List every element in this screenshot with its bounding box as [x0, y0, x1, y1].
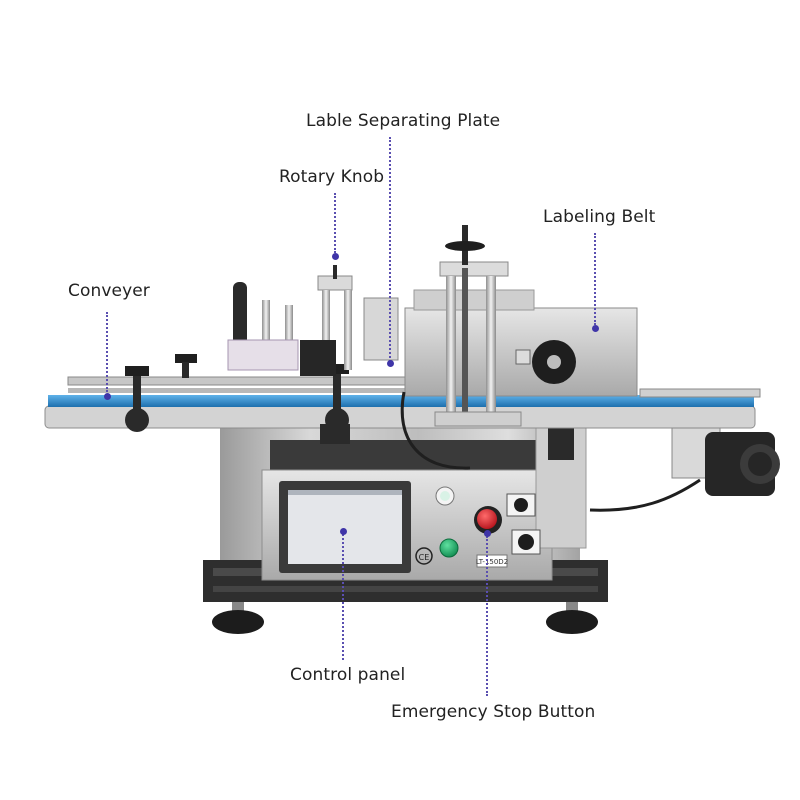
conveyor	[44, 354, 761, 444]
conveyor-motor	[671, 427, 780, 496]
model-plate: LT-150D2	[476, 558, 508, 566]
control-panel-marker	[340, 528, 347, 535]
conveyer-leader	[106, 312, 108, 392]
separating-plate-leader	[389, 137, 391, 362]
label-roll-assembly	[227, 265, 399, 376]
ce-mark: CE	[419, 553, 430, 562]
control-panel-label: Control panel	[290, 665, 406, 685]
separating-plate-marker	[387, 360, 394, 367]
emergency-stop-leader	[486, 536, 488, 696]
rotary-knob-marker	[332, 253, 339, 260]
power-cable	[400, 391, 471, 470]
emergency-stop-label: Emergency Stop Button	[391, 702, 596, 722]
labeling-belt-marker	[592, 325, 599, 332]
motor-cable	[589, 478, 701, 512]
separating-plate-label: Lable Separating Plate	[306, 111, 501, 131]
rotary-knob-label: Rotary Knob	[279, 167, 385, 187]
conveyer-marker	[104, 393, 111, 400]
emergency-stop-marker	[484, 530, 491, 537]
touch-screen	[279, 481, 411, 573]
control-buttons: CE LT-150D2	[415, 486, 541, 568]
label-head	[404, 225, 638, 427]
conveyer-label: Conveyer	[68, 281, 150, 301]
labeling-belt-label: Labeling Belt	[543, 207, 656, 227]
control-panel-leader	[342, 534, 344, 660]
rotary-knob-leader	[334, 193, 336, 253]
labeling-belt-leader	[594, 233, 596, 325]
